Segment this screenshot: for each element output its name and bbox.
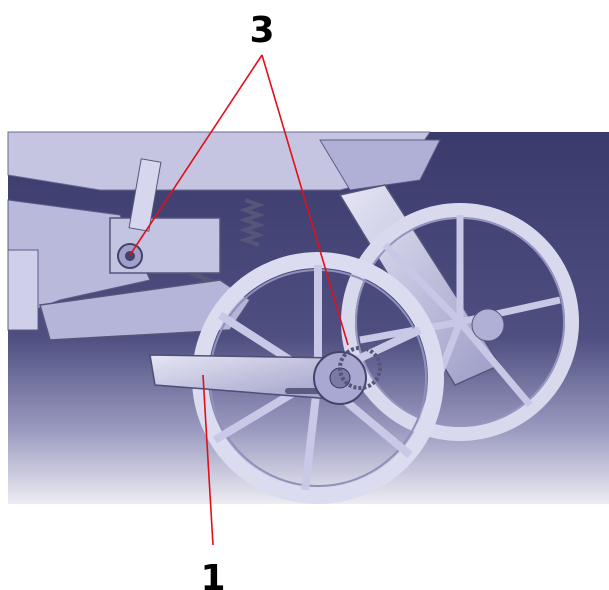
leader-lines [129,54,349,546]
spring-right [239,198,265,247]
leader-3-to-sprocket [261,54,349,346]
leader-1-to-beam [202,374,214,546]
machine-assembly [7,131,579,504]
callout-label-1: 1 [200,558,225,590]
callout-label-3: 3 [249,10,274,51]
leader-3-to-bearing [129,54,263,256]
